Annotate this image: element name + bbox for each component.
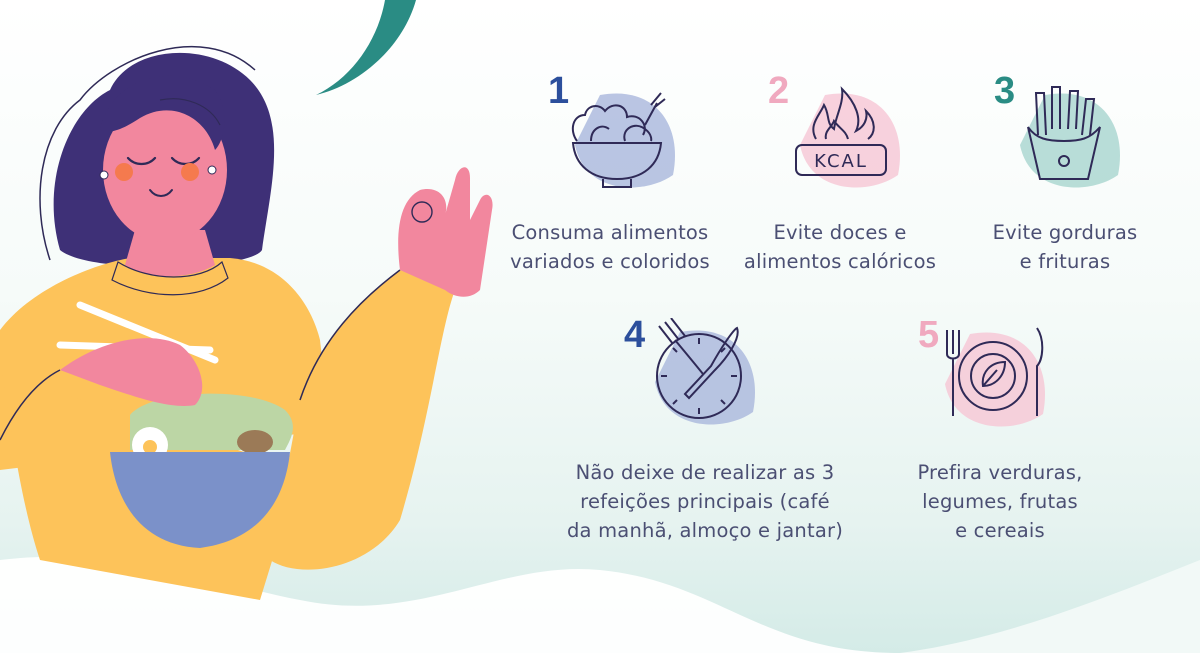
plate-cutlery-icon [945, 327, 1045, 427]
teal-leaf-decoration [316, 0, 416, 95]
tip-label-5: Prefira verduras, legumes, frutas e cere… [917, 461, 1083, 542]
salad-bowl-icon [571, 92, 675, 188]
tip-label-4: Não deixe de realizar as 3 refeições pri… [566, 461, 844, 542]
tip-label-2: Evite doces e alimentos calóricos [743, 221, 937, 273]
kcal-text: KCAL [814, 151, 868, 172]
bottom-right-glow [900, 560, 1200, 653]
tip-number-3: 3 [994, 70, 1016, 112]
tip-number-1: 1 [548, 70, 570, 112]
kcal-flame-icon: KCAL [795, 86, 900, 188]
tip-label-3: Evite gorduras e frituras [992, 221, 1138, 273]
tip-number-2: 2 [768, 70, 790, 112]
tip-number-5: 5 [918, 314, 940, 356]
woman-eating-illustration [0, 45, 493, 600]
french-fries-icon [1020, 86, 1120, 188]
tip-label-1: Consuma alimentos variados e coloridos [510, 221, 710, 273]
tip-number-4: 4 [624, 314, 646, 356]
clock-cutlery-icon [655, 318, 755, 425]
bottom-wave-decoration [0, 556, 900, 653]
